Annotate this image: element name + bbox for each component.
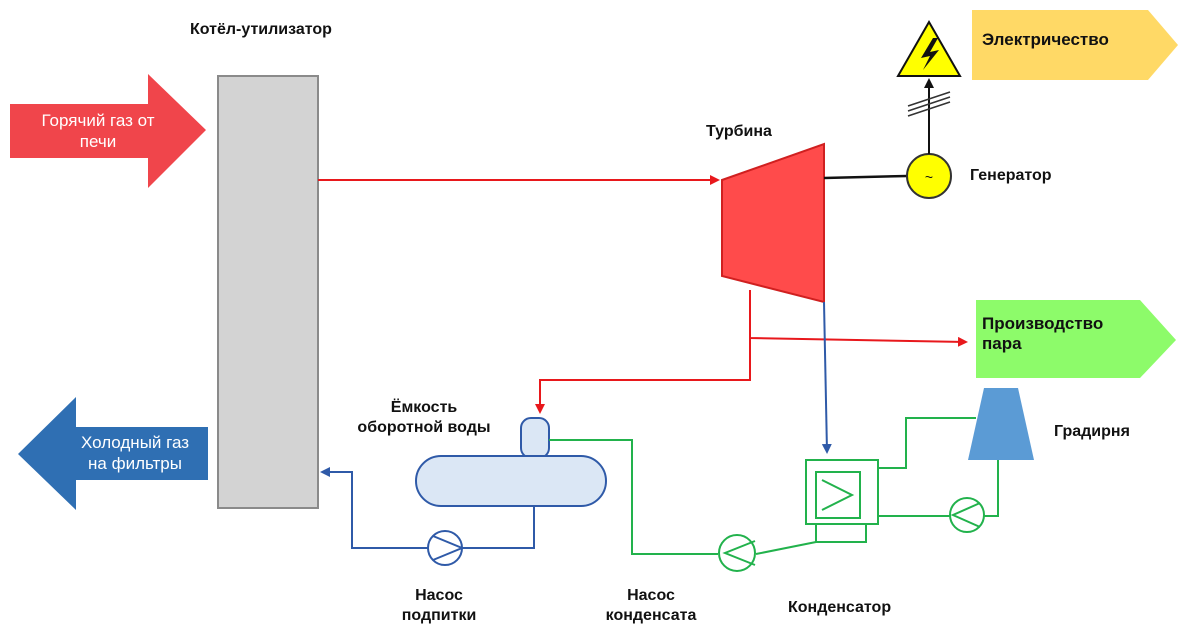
steam-production-label: Производство пара xyxy=(982,314,1104,353)
steam-line-to-tank xyxy=(535,336,751,414)
boiler-label: Котёл-утилизатор xyxy=(190,21,332,38)
steam-production-arrow xyxy=(976,300,1176,378)
generator-label: Генератор xyxy=(970,167,1052,184)
condenser xyxy=(805,459,879,543)
makeup-water-line-to-boiler xyxy=(320,467,428,549)
exhaust-line-to-condenser xyxy=(821,301,832,454)
condenser-label: Конденсатор xyxy=(788,599,892,616)
cooling-water-supply xyxy=(878,417,976,469)
boiler xyxy=(217,75,319,509)
cooling-water-return-to-tower xyxy=(984,460,999,517)
condensate-pump-label: Насос конденсата xyxy=(605,587,697,624)
shaft-turbine-to-generator xyxy=(823,174,908,180)
cable-hatch-marks xyxy=(907,91,951,117)
makeup-pump-icon xyxy=(427,530,465,566)
cold-gas-label: Холодный газ на фильтры xyxy=(80,433,190,473)
condensate-line-from-condenser xyxy=(755,541,817,555)
hot-gas-arrow xyxy=(10,74,206,188)
makeup-pump-label: Насос подпитки xyxy=(401,587,477,624)
water-tank xyxy=(415,455,607,507)
water-tank-label: Ёмкость оборотной воды xyxy=(357,399,491,436)
water-tank-dome xyxy=(520,417,550,459)
generator-symbol: ~ xyxy=(925,169,933,185)
hot-gas-label: Горячий газ от печи xyxy=(41,111,155,151)
makeup-water-line xyxy=(462,506,535,549)
high-voltage-icon xyxy=(896,19,962,77)
condensate-line xyxy=(549,439,718,555)
cold-gas-arrow xyxy=(18,397,208,510)
steam-line-to-production xyxy=(749,290,968,347)
electricity-arrow xyxy=(972,10,1178,80)
turbine-label: Турбина xyxy=(706,123,772,140)
condensate-pump-icon xyxy=(718,534,756,572)
cooling-tower-label: Градирня xyxy=(1054,423,1130,440)
cooling-tower xyxy=(968,388,1034,460)
cooling-pump-icon xyxy=(949,497,985,533)
turbine xyxy=(721,142,825,304)
electricity-label: Электричество xyxy=(982,30,1109,49)
